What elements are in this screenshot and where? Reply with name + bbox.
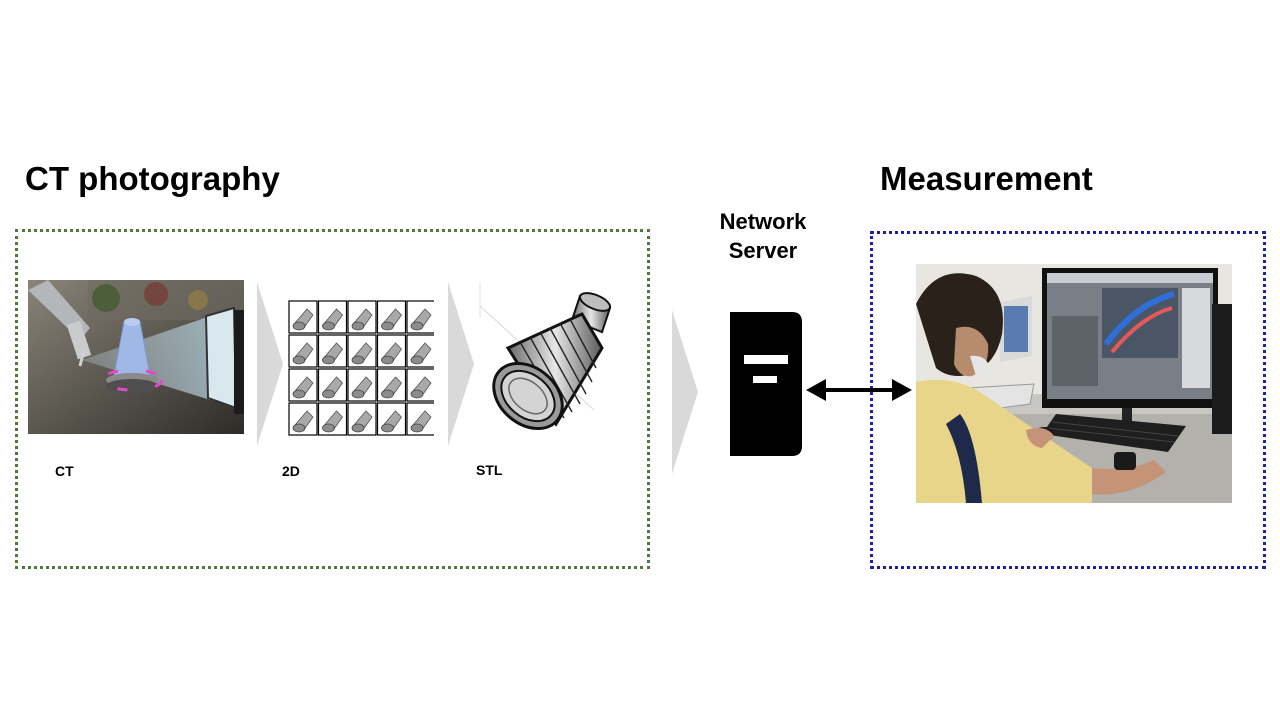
slice-thumbnail: [347, 334, 377, 368]
stl-stage-label: STL: [476, 462, 503, 478]
slice-thumbnail: [406, 300, 434, 334]
slice-thumbnail: [406, 368, 434, 402]
2d-slice-grid: [288, 300, 434, 436]
slice-thumbnail: [317, 334, 348, 368]
slice-thumbnail: [406, 334, 434, 368]
chevron-right-icon: [672, 310, 698, 474]
slice-thumbnail: [376, 368, 407, 402]
2d-stage-label: 2D: [282, 463, 300, 479]
stl-model-image: [479, 282, 612, 431]
slice-thumbnail: [347, 300, 377, 334]
double-headed-arrow-icon: [806, 379, 912, 401]
network-server-label-line2: Server: [728, 238, 798, 264]
measurement-workstation-image: [916, 264, 1232, 503]
ct-photography-group-box: [15, 229, 650, 569]
measurement-heading: Measurement: [880, 160, 1093, 197]
slice-thumbnail: [288, 300, 318, 334]
slice-thumbnail: [317, 402, 348, 436]
slice-thumbnail: [288, 368, 318, 402]
slice-thumbnail: [376, 334, 407, 368]
server-icon: [730, 312, 802, 456]
slice-thumbnail: [376, 300, 407, 334]
ct-photography-heading: CT photography: [25, 160, 280, 197]
network-server-label: Network Server: [700, 207, 826, 265]
measurement-group-box: [870, 231, 1266, 569]
ct-stage-label: CT: [55, 463, 74, 479]
chevron-right-icon: [448, 282, 474, 446]
slice-thumbnail: [288, 334, 318, 368]
slice-thumbnail: [347, 402, 377, 436]
slice-thumbnail: [347, 368, 377, 402]
slice-thumbnail: [317, 300, 348, 334]
network-server-label-line1: Network: [719, 209, 807, 234]
slice-thumbnail: [288, 402, 318, 436]
slice-thumbnail: [406, 402, 434, 436]
ct-scanner-image: [28, 280, 244, 434]
slice-thumbnail: [317, 368, 348, 402]
slice-thumbnail: [376, 402, 407, 436]
chevron-right-icon: [257, 282, 283, 446]
